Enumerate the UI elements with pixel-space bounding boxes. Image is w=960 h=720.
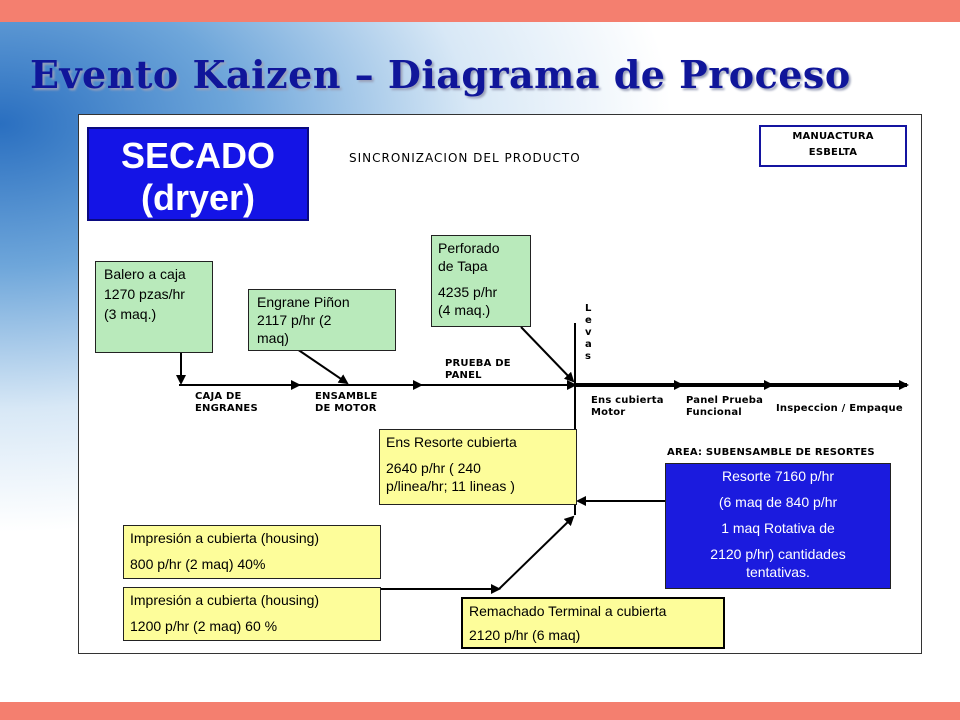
balero-line3: (3 maq.) [104,306,157,322]
levas-letter: v [585,327,592,338]
step-inspeccion: Inspeccion / Empaque [776,403,903,414]
top-band [0,0,960,22]
impresion2-line1: Impresión a cubierta (housing) [130,592,320,608]
engrane-box: Engrane Piñon 2117 p/hr (2 maq) [248,289,396,351]
area-label: AREA: SUBENSAMBLE DE RESORTES [667,447,875,458]
arrow-engrane [296,348,349,385]
resorte-line4: 2120 p/hr) cantidades [710,546,846,562]
impresion1-box: Impresión a cubierta (housing) 800 p/hr … [123,525,381,579]
arrow-perforado [520,326,575,383]
secado-title-box: SECADO (dryer) [87,127,309,221]
levas-letter: a [585,339,592,350]
levas-letter: s [585,351,592,362]
step-panel-prueba-line2: Funcional [686,407,742,418]
bottom-band [0,702,960,720]
impresion1-line2: 800 p/hr (2 maq) 40% [130,556,266,572]
resorte-line2: (6 maq de 840 p/hr [718,494,838,510]
flow-arrows [176,323,909,594]
perforado-line4: (4 maq.) [438,302,491,318]
step-prueba-line2: PANEL [445,370,482,381]
slide-title: Evento Kaizen – Diagrama de Proceso [30,52,851,97]
perforado-line2: de Tapa [438,258,488,274]
levas-letter: L [585,303,592,314]
step-caja-line2: ENGRANES [195,403,258,414]
remachado-line1: Remachado Terminal a cubierta [469,603,667,619]
perforado-box: Perforado de Tapa 4235 p/hr (4 maq.) [431,235,531,327]
step-caja-line1: CAJA DE [195,391,242,402]
engrane-line3: maq) [257,330,289,346]
impresion2-box: Impresión a cubierta (housing) 1200 p/hr… [123,587,381,641]
balero-line1: Balero a caja [104,266,186,282]
arrow-remachado [498,515,575,590]
impresion1-line1: Impresión a cubierta (housing) [130,530,320,546]
perforado-line3: 4235 p/hr [438,284,498,300]
resorte-cubierta-line2: 2640 p/hr ( 240 [386,460,481,476]
resorte-cubierta-line1: Ens Resorte cubierta [386,434,517,450]
manuactura-box: MANUACTURA ESBELTA [759,125,907,167]
resorte-box: Resorte 7160 p/hr (6 maq de 840 p/hr 1 m… [665,463,891,589]
resorte-line1: Resorte 7160 p/hr [721,468,835,484]
step-prueba-line1: PRUEBA DE [445,358,511,369]
secado-label: SECADO [120,135,276,176]
perforado-line1: Perforado [438,240,500,256]
diagram-header: SINCRONIZACION DEL PRODUCTO [349,151,581,165]
levas-letter: e [585,315,592,326]
resorte-line5: tentativas. [746,564,810,580]
balero-line2: 1270 pzas/hr [104,286,185,302]
secado-sublabel: (dryer) [140,177,256,218]
resorte-cubierta-box: Ens Resorte cubierta 2640 p/hr ( 240 p/l… [379,429,577,505]
remachado-box: Remachado Terminal a cubierta 2120 p/hr … [461,597,725,649]
balero-box: Balero a caja 1270 pzas/hr (3 maq.) [95,261,213,353]
step-ens-cubierta-line2: Motor [591,407,626,418]
manuactura-line2: ESBELTA [808,147,858,158]
impresion2-line2: 1200 p/hr (2 maq) 60 % [130,618,278,634]
step-ens-cubierta-line1: Ens cubierta [591,395,664,406]
step-ensamble-line2: DE MOTOR [315,403,377,414]
remachado-line2: 2120 p/hr (6 maq) [469,627,581,643]
resorte-line3: 1 maq Rotativa de [721,520,835,536]
step-panel-prueba-line1: Panel Prueba [686,395,764,406]
manuactura-line1: MANUACTURA [792,131,874,142]
engrane-line2: 2117 p/hr (2 [257,312,332,328]
process-diagram: SECADO (dryer) SINCRONIZACION DEL PRODUC… [78,114,922,654]
engrane-line1: Engrane Piñon [257,294,350,310]
step-ensamble-line1: ENSAMBLE [315,391,378,402]
resorte-cubierta-line3: p/linea/hr; 11 lineas ) [386,478,515,494]
